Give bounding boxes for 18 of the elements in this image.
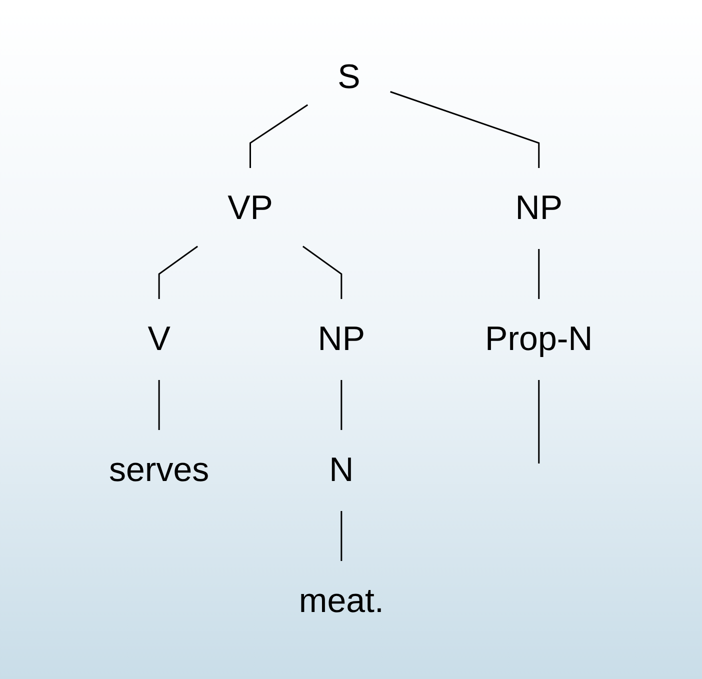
tree-label: VP	[228, 189, 274, 227]
tree-label: NP	[515, 189, 563, 227]
tree-branch-line	[158, 246, 198, 299]
tree-branch-line	[302, 246, 342, 299]
tree-branch-line	[538, 380, 540, 464]
tree-label: Prop-N	[485, 320, 593, 358]
tree-branch-line	[340, 511, 342, 561]
tree-label: NP	[318, 320, 366, 358]
tree-branch-line	[538, 249, 540, 299]
tree-label: V	[148, 320, 171, 358]
tree-label: meat.	[299, 582, 384, 620]
tree-label: serves	[109, 451, 210, 489]
tree-branch-line	[390, 91, 540, 168]
tree-branch-line	[158, 380, 160, 430]
tree-branch-line	[340, 380, 342, 430]
tree-label: N	[329, 451, 354, 489]
tree-label: S	[338, 58, 360, 96]
tree-branch-line	[250, 104, 308, 168]
